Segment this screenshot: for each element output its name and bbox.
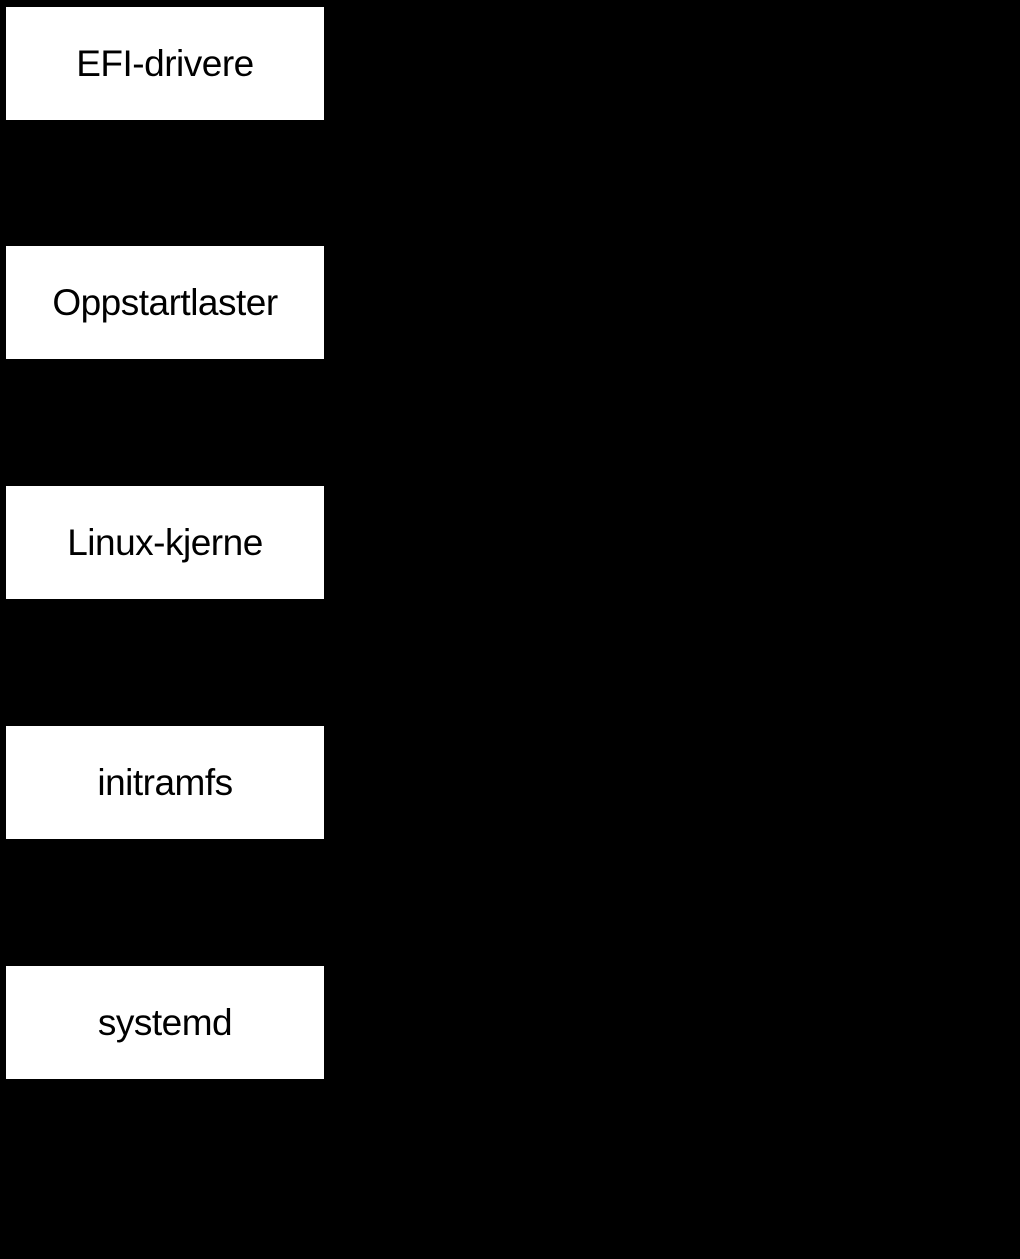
flow-node-initramfs: initramfs [6, 726, 324, 839]
flow-node-label: EFI-drivere [76, 42, 254, 84]
flow-node-label: initramfs [97, 761, 233, 803]
flow-node-systemd: systemd [6, 966, 324, 1079]
flow-node-label: Linux-kjerne [67, 521, 263, 563]
flow-node-efi-drivere: EFI-drivere [6, 7, 324, 120]
flow-node-linux-kjerne: Linux-kjerne [6, 486, 324, 599]
flow-node-oppstartlaster: Oppstartlaster [6, 246, 324, 359]
flow-node-label: Oppstartlaster [52, 281, 278, 323]
flow-node-label: systemd [97, 1001, 233, 1043]
